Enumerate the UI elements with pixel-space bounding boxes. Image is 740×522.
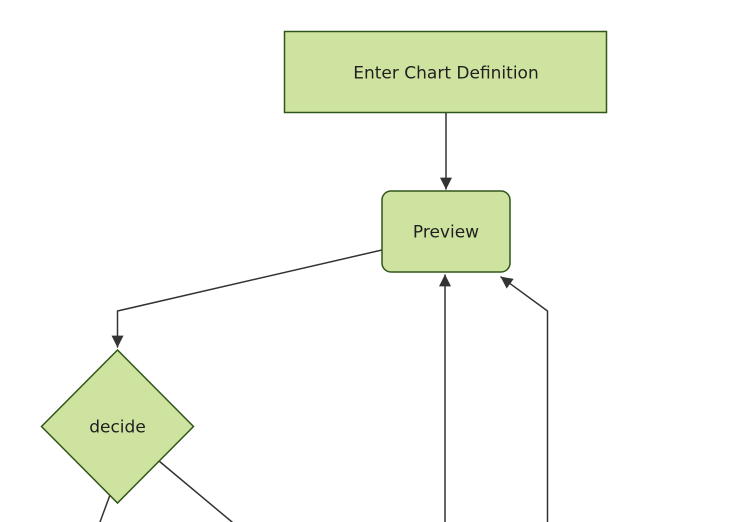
- node-decide-shape: [40, 348, 195, 505]
- node-preview-shape: [381, 190, 511, 273]
- node-enter-chart-definition: Enter Chart Definition: [283, 30, 608, 114]
- edge-bottomright-to-preview: [500, 276, 549, 522]
- node-preview: Preview: [381, 190, 511, 273]
- node-enter-chart-definition-label: Enter Chart Definition: [353, 64, 538, 84]
- node-decide: decide: [40, 348, 195, 505]
- node-enter-chart-definition-shape: [283, 30, 608, 114]
- edge-decide-to-offscreen-right: [158, 460, 233, 522]
- node-decide-label: decide: [89, 418, 146, 438]
- node-preview-label: Preview: [413, 223, 479, 243]
- edge-layer: [99, 112, 549, 522]
- edge-decide-to-offscreen-left: [99, 494, 111, 522]
- edge-preview-to-decide: [111, 249, 383, 348]
